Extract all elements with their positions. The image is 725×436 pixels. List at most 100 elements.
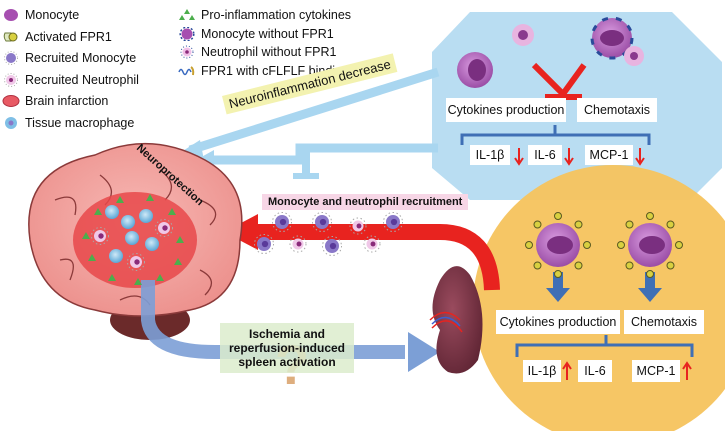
fpr1-active-panel (473, 165, 725, 436)
fpr1-cflflf-binding-icon (178, 64, 196, 78)
tissue-macrophage (145, 237, 159, 251)
recruited-monocyte-receptors (383, 212, 403, 232)
recruited-neutrophil-receptors (349, 217, 367, 235)
recruited-monocyte-nucleus (390, 218, 398, 226)
recruited-neutrophil-receptors (363, 235, 381, 253)
activated-fpr1-receptor (533, 261, 542, 270)
infarct-neutrophil-nucleus (162, 225, 168, 231)
legend-item-brain-infarction: Brain infarction (2, 94, 108, 108)
yellow-cytokines-production-box: Cytokines production (496, 310, 620, 334)
tissue-macrophage (109, 249, 123, 263)
activated-fpr1-receptor (525, 241, 533, 249)
spleen-illustration (429, 266, 483, 374)
activated-fpr1-receptor (583, 241, 591, 249)
inhibition-symbol (531, 62, 587, 100)
activated-fpr1-receptor (554, 212, 562, 220)
blue-chemotaxis-box: Chemotaxis (577, 98, 657, 122)
activated-fpr1-receptor (625, 220, 634, 229)
legend-label: Pro-inflammation cytokines (201, 8, 352, 22)
spleen-label-line3: spleen activation (238, 355, 336, 369)
tissue-macrophage (139, 209, 153, 223)
recruited-cells (254, 212, 403, 256)
activated-fpr1-receptor (646, 212, 654, 220)
activated-fpr1-receptor (625, 261, 634, 270)
blue-marker-il6: IL-6 (528, 145, 562, 165)
recruited-monocyte-receptors (272, 212, 292, 232)
cytokine-marker (88, 254, 96, 261)
cytokine-marker (174, 258, 182, 265)
cytokine-marker (156, 274, 164, 281)
cytokine-marker (82, 232, 90, 239)
cytokine-marker (108, 274, 116, 281)
recruited-monocyte-nucleus (261, 240, 269, 248)
yellow-marker-mcp1: MCP-1 (632, 360, 680, 382)
recruitment-label: Monocyte and neutrophil recruitment (262, 194, 469, 210)
recruited-monocyte-icon (2, 51, 20, 65)
activated-fpr1-receptor (646, 270, 654, 278)
legend-item-recruited-monocyte: Recruited Monocyte (2, 51, 136, 65)
legend-item-recruited-neutrophil: Recruited Neutrophil (2, 72, 139, 87)
cytokine-marker (176, 236, 184, 243)
monocyte-without-fpr1-icon (178, 26, 196, 41)
activated-fpr1-receptor (617, 241, 625, 249)
decrease-arrows (514, 148, 645, 166)
fpr1-receptor-dots (525, 212, 683, 278)
recruited-monocyte-receptors (322, 236, 342, 256)
cytokine-marker (168, 208, 176, 215)
activated-fpr1-icon (2, 30, 20, 44)
legend-item-tissue-macrophage: Tissue macrophage (2, 116, 134, 130)
legend-item-monocyte-without-fpr1: Monocyte without FPR1 (178, 26, 334, 41)
activated-fpr1-receptor (675, 241, 683, 249)
inhibit-stem (302, 148, 310, 174)
recruited-neutrophil-icon (2, 72, 20, 87)
legend-label: Neutrophil without FPR1 (201, 45, 337, 59)
blue-panel-bracket (460, 125, 651, 145)
neuroinflammation-arrow (188, 67, 440, 155)
legend-label: Recruited Neutrophil (25, 72, 139, 87)
monocyte-icon (2, 8, 20, 22)
yellow-marker-il1b: IL-1β (523, 360, 561, 382)
spleen-activation-arrow (141, 280, 405, 359)
recruited-monocyte-receptors (312, 212, 332, 232)
legend-label: Brain infarction (25, 94, 109, 108)
recruited-neutrophil-nucleus (296, 241, 302, 247)
cytokine-marker (116, 196, 124, 203)
yellow-marker-il6: IL-6 (578, 360, 612, 382)
pro-inflammation-cytokines-icon (178, 8, 196, 22)
tissue-macrophage-icon (2, 116, 20, 130)
activated-fpr1-receptor (574, 220, 583, 229)
yellow-chemotaxis-box: Chemotaxis (624, 310, 704, 334)
activated-fpr1-receptor (666, 220, 675, 229)
legend-label: Activated FPR1 (25, 29, 112, 44)
recruited-monocyte-nucleus (319, 218, 327, 226)
brain-infarction-icon (2, 94, 20, 108)
legend-item-pro-inflammation-cytokines: Pro-inflammation cytokines (178, 8, 351, 22)
tissue-macrophage (121, 215, 135, 229)
activated-fpr1-receptor (554, 270, 562, 278)
blue-marker-mcp1: MCP-1 (585, 145, 633, 165)
infarct-neutrophil-receptors (91, 227, 109, 245)
cytokine-marker (146, 194, 154, 201)
connector-line-horizontal (210, 143, 438, 165)
infarct-cells (82, 194, 184, 285)
spleen-label-line1: Ischemia and (248, 327, 326, 341)
recruited-neutrophil-nucleus (356, 223, 362, 229)
legend-item-neutrophil-without-fpr1: Neutrophil without FPR1 (178, 45, 336, 59)
legend-item-monocyte: Monocyte (2, 8, 79, 22)
legend-label: Monocyte without FPR1 (201, 26, 334, 41)
yellow-panel-bracket (515, 335, 694, 357)
recruited-monocyte-nucleus (279, 218, 287, 226)
tissue-macrophage (105, 205, 119, 219)
cytokine-marker (134, 278, 142, 285)
activated-fpr1-receptor (666, 261, 675, 270)
tissue-macrophage (125, 231, 139, 245)
legend-label: Monocyte (25, 8, 80, 22)
infarct-neutrophil-receptors (155, 219, 173, 237)
blue-cytokines-production-box: Cytokines production (446, 98, 566, 122)
neutrophil-without-fpr1-icon (178, 45, 196, 59)
blocked-cells (457, 16, 644, 88)
activated-monocyte-cells (536, 223, 672, 267)
activation-arrows (546, 272, 662, 302)
activated-fpr1-receptor (574, 261, 583, 270)
